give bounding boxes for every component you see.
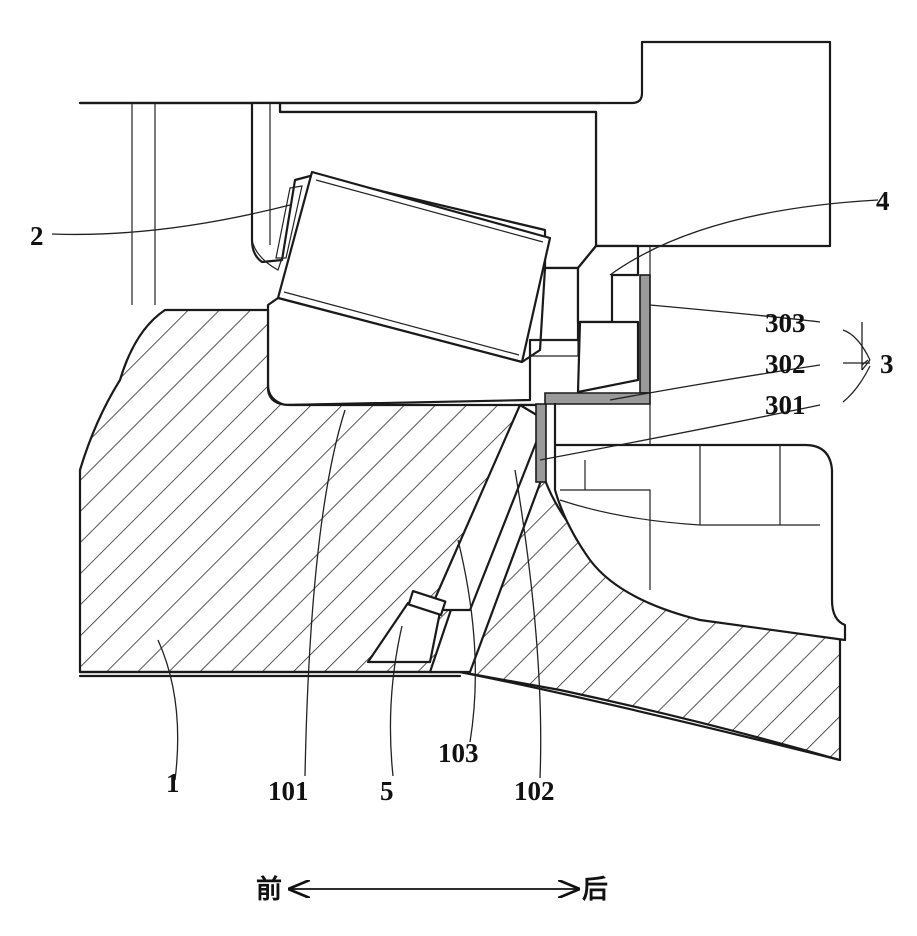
label-103: 103	[438, 738, 479, 768]
label-1: 1	[166, 768, 180, 798]
label-102: 102	[514, 776, 555, 806]
label-302: 302	[765, 349, 806, 379]
label-2: 2	[30, 221, 44, 251]
label-101: 101	[268, 776, 309, 806]
direction-front-label: 前	[256, 874, 282, 905]
label-4: 4	[876, 186, 890, 216]
label-3: 3	[880, 349, 894, 379]
label-5: 5	[380, 776, 394, 806]
spacer-ring-4	[578, 246, 638, 392]
direction-back-label: 后	[582, 875, 608, 905]
direction-indicator: 前 后	[256, 874, 608, 905]
label-301: 301	[765, 390, 806, 420]
label-303: 303	[765, 308, 806, 338]
